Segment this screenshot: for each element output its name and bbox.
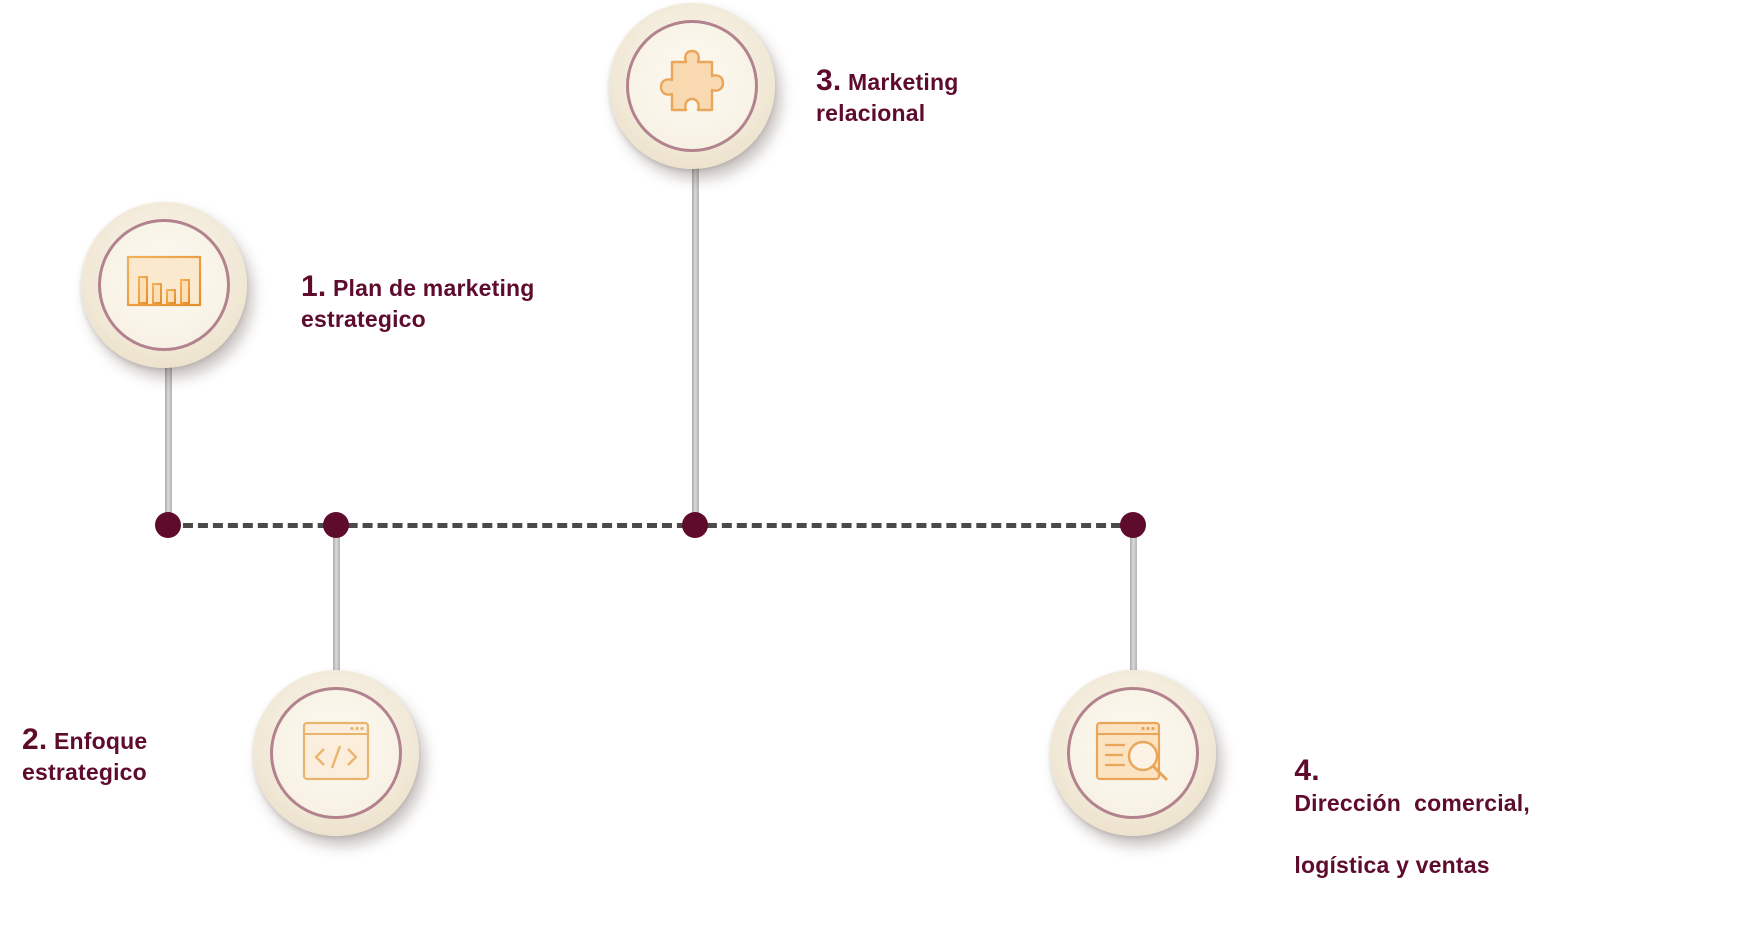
step-2-title-line1: Enfoque bbox=[54, 728, 148, 754]
step-1-title-line2: estrategico bbox=[301, 306, 426, 332]
timeline-dot-2 bbox=[323, 512, 349, 538]
timeline-line bbox=[168, 523, 1136, 528]
step-4-title-line2: logística y ventas bbox=[1294, 852, 1490, 878]
medallion-ring bbox=[98, 219, 230, 351]
timeline-dot-4 bbox=[1120, 512, 1146, 538]
step-1-title-line1: Plan de marketing bbox=[333, 275, 535, 301]
step-3-label: 3. Marketing relacional bbox=[816, 65, 1076, 129]
step-1-number: 1. bbox=[301, 270, 327, 303]
stem-step-3 bbox=[692, 165, 699, 523]
stem-step-1 bbox=[165, 360, 172, 523]
step-4-title-line1: Dirección comercial, bbox=[1294, 790, 1530, 816]
step-4-label: 4. Dirección comercial, logística y vent… bbox=[1268, 724, 1748, 912]
timeline-dot-1 bbox=[155, 512, 181, 538]
step-2-label: 2. Enfoque estrategico bbox=[22, 724, 242, 788]
step-2-number: 2. bbox=[22, 723, 48, 756]
step-4-number: 4. bbox=[1294, 754, 1320, 787]
step-2-medallion bbox=[253, 670, 419, 836]
step-3-title-line1: Marketing bbox=[848, 69, 959, 95]
step-1-label: 1. Plan de marketing estrategico bbox=[301, 271, 601, 335]
step-2-title-line2: estrategico bbox=[22, 759, 147, 785]
step-4-medallion bbox=[1050, 670, 1216, 836]
search-document-icon bbox=[1083, 703, 1183, 803]
code-window-icon bbox=[286, 703, 386, 803]
timeline-dot-3 bbox=[682, 512, 708, 538]
bar-chart-monitor-icon bbox=[114, 235, 214, 335]
stem-step-4 bbox=[1130, 523, 1137, 683]
puzzle-piece-icon bbox=[642, 36, 742, 136]
step-3-number: 3. bbox=[816, 64, 842, 97]
step-3-medallion bbox=[609, 3, 775, 169]
step-1-medallion bbox=[81, 202, 247, 368]
step-3-title-line2: relacional bbox=[816, 100, 926, 126]
stem-step-2 bbox=[333, 523, 340, 683]
